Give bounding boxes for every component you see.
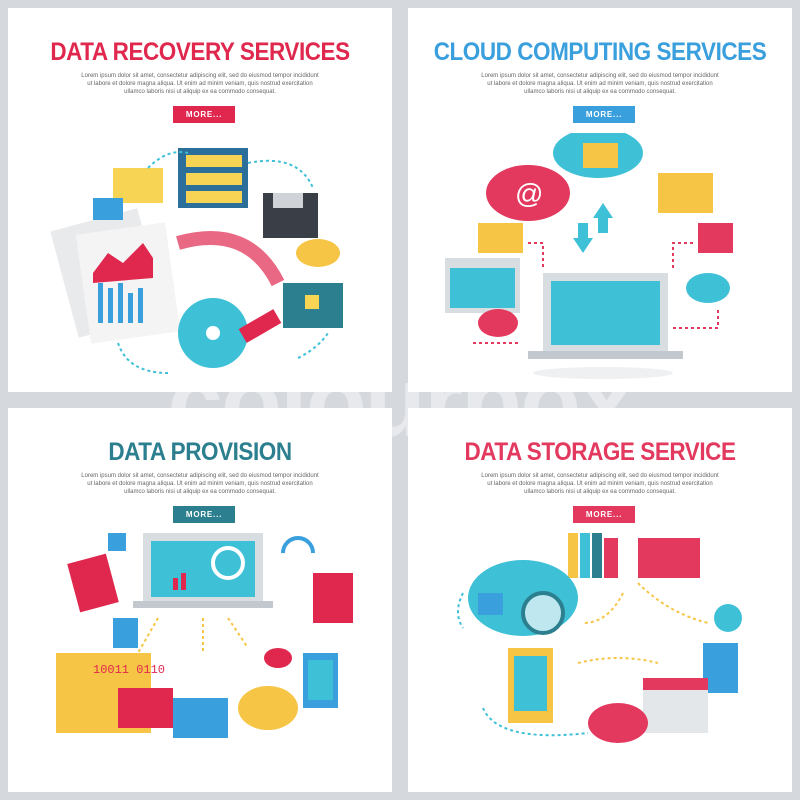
document-icon <box>703 643 738 693</box>
panel-description: Lorem ipsum dolor sit amet, consectetur … <box>81 73 319 95</box>
panel-description: Lorem ipsum dolor sit amet, consectetur … <box>481 473 719 495</box>
panel-title: DATA PROVISION <box>108 438 292 466</box>
at-symbol: @ <box>515 178 543 209</box>
cloud-computing-panel: CLOUD COMPUTING SERVICES Lorem ipsum dol… <box>408 8 792 392</box>
more-button[interactable]: MORE... <box>173 506 235 523</box>
panel-title: DATA STORAGE SERVICE <box>464 438 736 466</box>
data-storage-illustration <box>457 533 742 743</box>
file-icon <box>113 618 138 648</box>
envelope-icon <box>113 168 163 203</box>
message-icon <box>698 223 733 253</box>
more-button[interactable]: MORE... <box>573 506 635 523</box>
panel-title: CLOUD COMPUTING SERVICES <box>433 38 767 66</box>
cloud-download-icon <box>588 703 648 743</box>
data-provision-panel: DATA PROVISION Lorem ipsum dolor sit ame… <box>8 408 392 792</box>
chat-icon <box>264 648 292 668</box>
photo-icon <box>478 593 503 615</box>
data-recovery-panel: DATA RECOVERY SERVICES Lorem ipsum dolor… <box>8 8 392 392</box>
panel-description: Lorem ipsum dolor sit amet, consectetur … <box>81 473 319 495</box>
cloud-download-icon <box>296 239 340 267</box>
envelope-icon <box>638 538 700 578</box>
data-storage-panel: DATA STORAGE SERVICE Lorem ipsum dolor s… <box>408 408 792 792</box>
download-arrow-icon <box>573 223 593 253</box>
play-icon <box>714 604 742 632</box>
notebook-icon <box>313 573 353 623</box>
panel-title: DATA RECOVERY SERVICES <box>50 38 350 66</box>
panel-description: Lorem ipsum dolor sit amet, consectetur … <box>481 73 719 95</box>
books-icon <box>568 533 618 578</box>
cloud-computing-illustration: @ <box>445 133 733 379</box>
open-envelope-icon <box>173 698 228 738</box>
cloud-phone-icon <box>686 273 730 303</box>
cloud-email-icon <box>486 165 570 221</box>
layers-icon <box>108 533 126 551</box>
more-button[interactable]: MORE... <box>573 106 635 123</box>
chat-icon <box>658 173 713 213</box>
data-provision-illustration: 10011 0110 <box>56 533 353 738</box>
usb-icon <box>238 309 282 343</box>
speech-bubble-icon <box>478 309 518 337</box>
binary-text: 10011 0110 <box>93 663 165 677</box>
book-icon <box>67 553 119 613</box>
wifi-icon <box>281 536 315 554</box>
envelope-icon <box>478 223 523 253</box>
more-button[interactable]: MORE... <box>173 106 235 123</box>
magnifier-icon <box>521 591 565 635</box>
magnifier-icon <box>211 546 245 580</box>
envelope-icon <box>118 688 173 728</box>
data-recovery-illustration <box>50 148 343 374</box>
cloud-server-icon <box>238 686 298 730</box>
upload-arrow-icon <box>593 203 613 233</box>
